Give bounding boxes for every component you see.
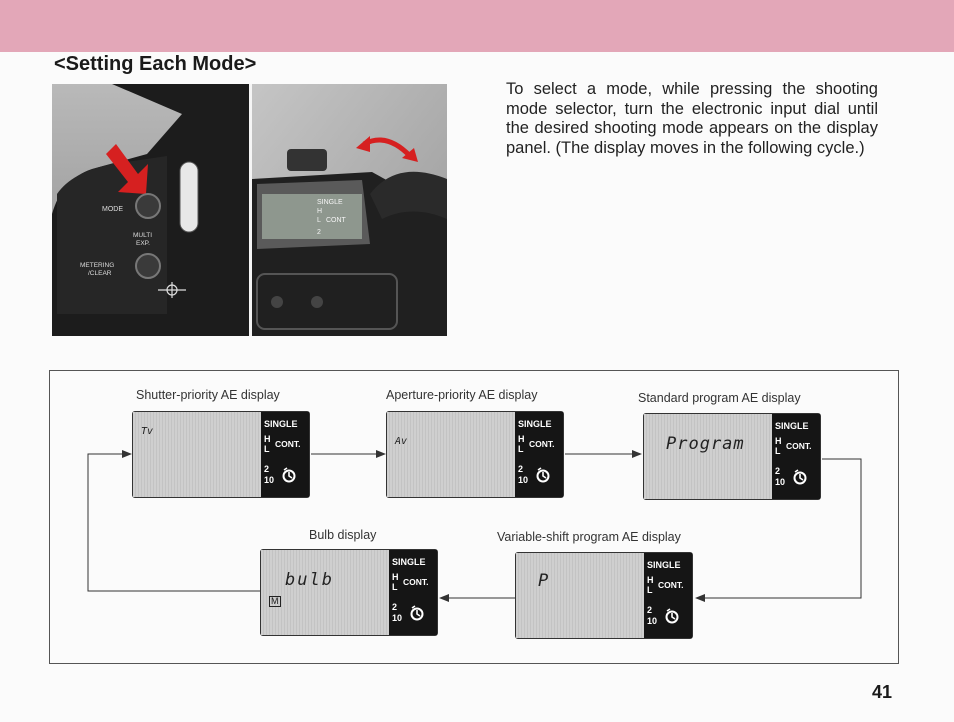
svg-text:2: 2 xyxy=(317,229,321,236)
metering-clear-button xyxy=(135,253,161,279)
arrow-head-icon xyxy=(695,594,705,602)
mode-button xyxy=(135,193,161,219)
arrow-head-icon xyxy=(439,594,449,602)
mode-indicator: P xyxy=(538,571,549,591)
camera-photos: MODE MULTI EXP. METERING /CLEAR SINGLE H… xyxy=(52,84,447,336)
mode-indicator: bulb xyxy=(285,570,334,590)
display-caption: Standard program AE display xyxy=(638,391,801,405)
self-timer-icon xyxy=(793,469,807,485)
arrow-head-icon xyxy=(122,450,132,458)
display-caption: Aperture-priority AE display xyxy=(386,388,538,402)
display-caption: Shutter-priority AE display xyxy=(136,388,280,402)
top-lcd-panel xyxy=(262,194,362,239)
arrow-head-icon xyxy=(376,450,386,458)
multi-label: MULTI xyxy=(133,232,152,239)
arrow-head-icon xyxy=(632,450,642,458)
press-arrow-icon xyxy=(106,144,148,194)
self-timer-icon xyxy=(665,608,679,624)
exp-label: EXP. xyxy=(136,240,150,247)
svg-text:H: H xyxy=(317,208,322,215)
mode-indicator: Tv xyxy=(141,426,154,437)
focal-plane-icon xyxy=(158,282,186,298)
intro-paragraph: To select a mode, while pressing the sho… xyxy=(506,80,878,157)
svg-text:CONT: CONT xyxy=(326,217,347,224)
mode-indicator: Av xyxy=(395,436,408,447)
top-color-band xyxy=(0,0,954,52)
cycle-arrows xyxy=(87,450,862,602)
display-caption: Variable-shift program AE display xyxy=(497,530,681,544)
metering-label: METERING xyxy=(80,262,114,269)
self-timer-icon xyxy=(410,605,424,621)
manual-indicator: M xyxy=(269,596,281,607)
display-caption: Bulb display xyxy=(309,528,377,542)
self-timer-icon xyxy=(282,467,296,483)
page-number: 41 xyxy=(872,682,893,702)
mode-indicator: Program xyxy=(666,434,745,454)
svg-text:SINGLE: SINGLE xyxy=(317,199,343,206)
self-timer-icon xyxy=(536,467,550,483)
section-heading: <Setting Each Mode> xyxy=(54,53,257,75)
mode-label: MODE xyxy=(102,206,123,213)
svg-text:L: L xyxy=(317,217,321,224)
clear-label: /CLEAR xyxy=(88,270,112,277)
